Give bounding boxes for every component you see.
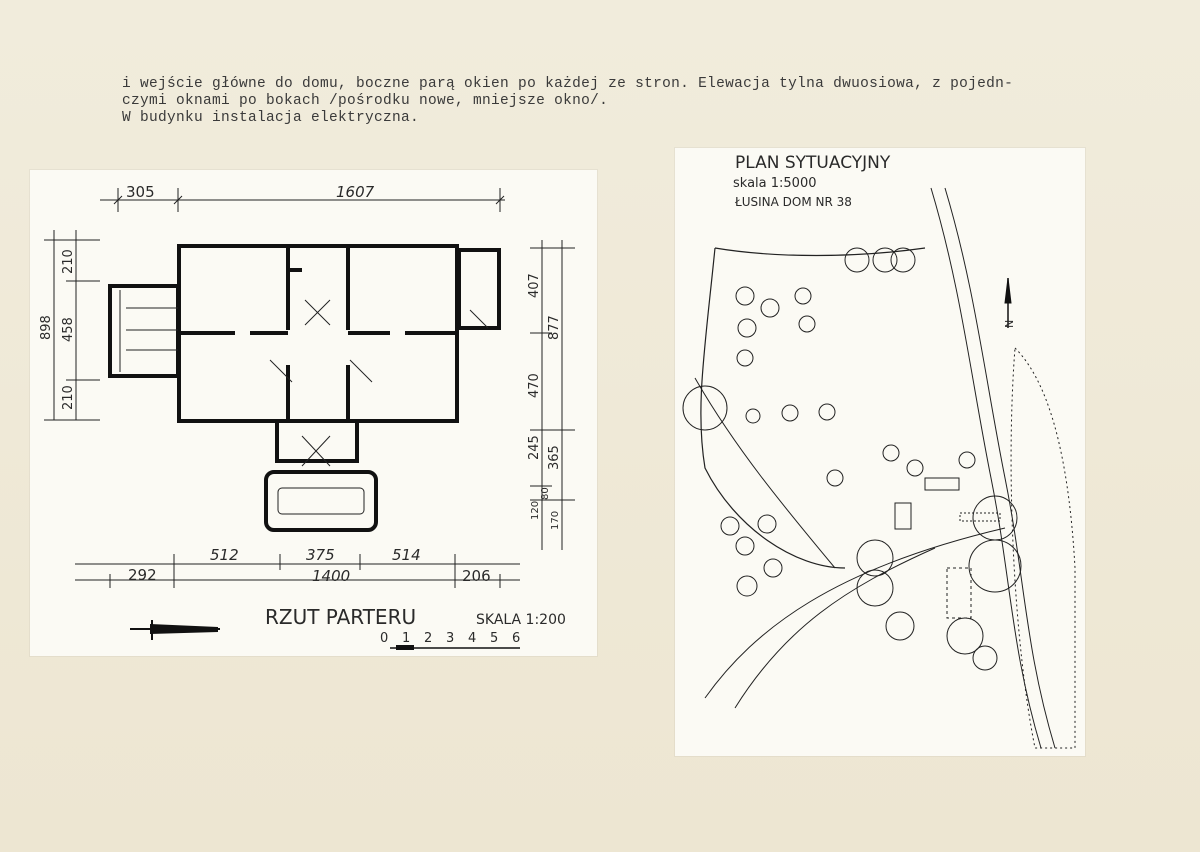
floor-plan-title: RZUT PARTERU: [265, 605, 416, 629]
scale-number: 5: [490, 631, 498, 646]
dim-right-e: 120: [530, 501, 541, 520]
dim-right-b: 470: [527, 373, 542, 398]
site-plan-title: PLAN SYTUACYJNY: [735, 153, 891, 173]
typed-line-2: czymi oknami po bokach /pośrodku nowe, m…: [122, 93, 609, 109]
dim-right-total: 877: [547, 315, 562, 340]
dim-top-main: 1607: [336, 183, 375, 201]
site-plan-card: PLAN SYTUACYJNY skala 1:5000 ŁUSINA DOM …: [675, 148, 1085, 756]
dim-right-c: 245: [527, 435, 542, 460]
dim-left-a: 210: [61, 249, 76, 274]
dim-right-a: 407: [527, 273, 542, 298]
dim-bottom-c: 514: [392, 546, 421, 564]
dim-bottom-right: 206: [462, 567, 491, 585]
dim-left-total: 898: [39, 315, 54, 340]
site-plan-location: ŁUSINA DOM NR 38: [734, 195, 852, 209]
site-plan-scale: skala 1:5000: [733, 176, 816, 191]
scale-number: 2: [424, 631, 432, 646]
scale-number: 6: [512, 631, 520, 646]
dim-bottom-a: 512: [210, 546, 239, 564]
floor-plan-drawing: 305 1607 898 210 458 210 407 877 470 245…: [39, 183, 575, 650]
dim-bottom-left: 292: [128, 566, 157, 584]
floor-plan-card: 305 1607 898 210 458 210 407 877 470 245…: [30, 170, 597, 656]
typed-line-1: i wejście główne do domu, boczne parą ok…: [122, 76, 1014, 92]
dim-left-b: 458: [61, 317, 76, 342]
north-arrow-icon: [130, 620, 220, 640]
floor-plan-scale: SKALA 1:200: [476, 612, 566, 628]
dim-top-left: 305: [126, 183, 155, 201]
north-arrow-icon: [1004, 277, 1012, 328]
dim-right-d: 365: [547, 445, 562, 470]
dim-left-c: 210: [61, 385, 76, 410]
dim-right-g: 170: [550, 511, 561, 530]
trees: [682, 247, 1022, 671]
dim-right-f: 80: [540, 487, 551, 500]
typed-line-3: W budynku instalacja elektryczna.: [122, 110, 420, 126]
dim-bottom-total: 1400: [312, 567, 350, 585]
scale-number: 4: [468, 631, 476, 646]
scale-bar: [390, 645, 520, 650]
site-plan-drawing: PLAN SYTUACYJNY skala 1:5000 ŁUSINA DOM …: [682, 153, 1076, 749]
scale-number: 0: [380, 631, 388, 646]
dim-bottom-b: 375: [306, 546, 335, 564]
scale-number: 3: [446, 631, 454, 646]
north-label: N: [1003, 320, 1016, 328]
scale-number: 1: [402, 631, 410, 646]
